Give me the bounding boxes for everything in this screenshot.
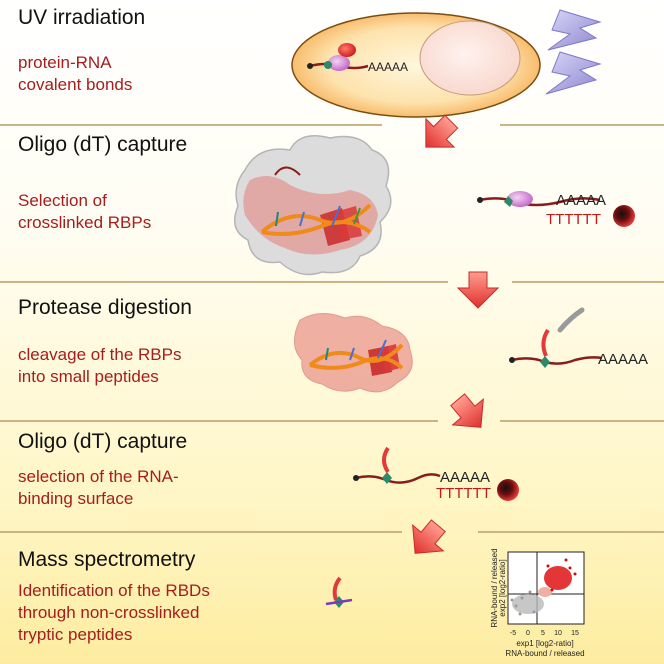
divider-4a (0, 531, 402, 533)
peptide-icon (325, 576, 353, 608)
step4-title: Oligo (dT) capture (18, 430, 188, 453)
divider-4b (478, 531, 664, 533)
polya-label-4: AAAAA (440, 469, 490, 486)
plot-x-tick: -5 (510, 630, 516, 637)
rna-capture-illustration: AAAAA TTTTTT (353, 446, 519, 502)
divider-3a (0, 420, 438, 422)
divider-2b (512, 281, 664, 283)
step-arrow-2 (456, 271, 500, 309)
step4-description: selection of the RNA- binding surface (18, 467, 179, 508)
divider-3b (500, 420, 664, 422)
plot-x-tick: 5 (541, 630, 545, 637)
plot-x-tick: 15 (571, 630, 579, 637)
protein-structure-illustration (233, 135, 392, 276)
step2-title: Oligo (dT) capture (18, 133, 188, 156)
step2-description: Selection of crosslinked RBPs (18, 191, 152, 232)
polya-label: AAAAA (368, 60, 408, 74)
bead-icon (613, 205, 635, 227)
plot-cloud-rna-bound (544, 566, 572, 590)
step5-title: Mass spectrometry (18, 548, 196, 571)
bead-icon-2 (497, 479, 519, 501)
plot-x-tick: 0 (526, 630, 530, 637)
step-arrow-3 (450, 393, 484, 428)
plot-y-label-1: RNA-bound / released (490, 548, 499, 627)
step-arrow-4 (412, 519, 446, 554)
captured-rbp-illustration: AAAAA TTTTTT (477, 191, 635, 228)
polya-label-3: AAAAA (598, 351, 648, 368)
plot-y-label-2: exp2 [log2-ratio] (498, 559, 507, 616)
divider-2 (0, 281, 448, 283)
step5-description: Identification of the RBDs through non-c… (18, 581, 210, 644)
step-arrow-1 (425, 114, 459, 148)
oligo-dt-label-2: TTTTTT (436, 485, 491, 502)
step1-description: protein-RNA covalent bonds (18, 53, 133, 94)
step3-description: cleavage of the RBPs into small peptides (18, 345, 182, 386)
digested-protein-illustration (294, 313, 413, 393)
polya-label-2: AAAAA (556, 192, 606, 209)
plot-x-label-2: RNA-bound / released (505, 649, 584, 658)
oligo-dt-label: TTTTTT (546, 211, 601, 228)
cell-icon: AAAAA (291, 12, 541, 118)
plot-cloud-partial (538, 587, 552, 597)
uv-lightning-icon (545, 9, 602, 95)
divider-1b (500, 124, 664, 126)
plot-cloud-background (512, 594, 544, 614)
plot-x-label-1: exp1 [log2-ratio] (516, 639, 573, 648)
rna-peptide-illustration: AAAAA (509, 307, 648, 368)
plot-x-tick: 10 (554, 630, 562, 637)
step3-title: Protease digestion (18, 296, 192, 319)
scatter-plot: RNA-bound / released exp2 [log2-ratio] -… (490, 548, 585, 658)
step1-title: UV irradiation (18, 6, 146, 29)
divider-1a (0, 124, 382, 126)
